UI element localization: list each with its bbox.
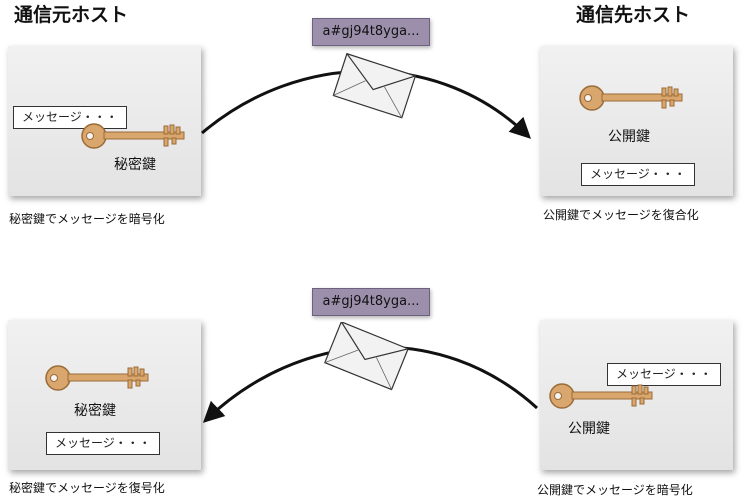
message-box: メッセージ・・・ [581,163,695,186]
message-box: メッセージ・・・ [46,432,160,455]
public-key-label: 公開鍵 [568,421,610,437]
key-icon [549,383,653,409]
message-box: メッセージ・・・ [607,363,721,386]
source-caption-bottom: 秘密鍵でメッセージを復号化 [9,481,165,495]
dest-caption-top: 公開鍵でメッセージを復合化 [543,208,699,222]
ciphertext-label-bottom: a#gj94t8yga... [312,288,430,316]
private-key-label: 秘密鍵 [74,403,116,419]
key-icon [81,123,185,149]
source-host-heading: 通信元ホスト [14,4,129,26]
dest-host-heading: 通信先ホスト [576,4,691,26]
envelope-icon [332,52,417,119]
source-caption-top: 秘密鍵でメッセージを暗号化 [9,212,165,226]
public-key-label: 公開鍵 [608,129,650,145]
dest-caption-bottom: 公開鍵でメッセージを暗号化 [537,483,693,497]
message-box: メッセージ・・・ [13,106,127,129]
key-icon [579,85,683,111]
envelope-icon [324,322,409,391]
key-icon [45,365,149,391]
private-key-label: 秘密鍵 [114,157,156,173]
ciphertext-label-top: a#gj94t8yga... [312,18,430,46]
